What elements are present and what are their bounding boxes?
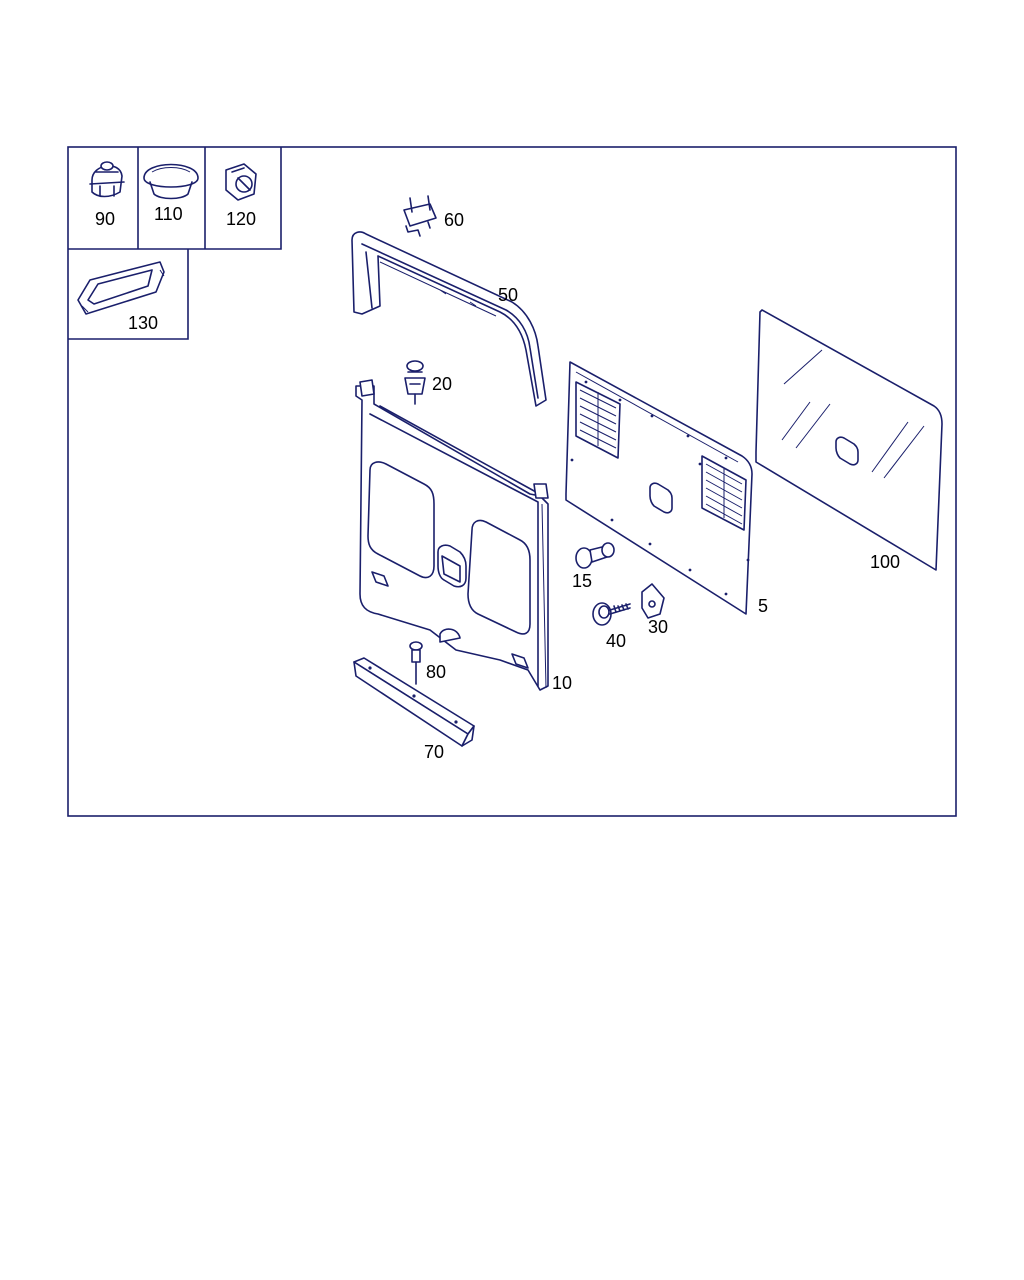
part-10-lower-trim-panel-icon [355, 379, 549, 691]
part-70-label: 70 [424, 742, 444, 762]
part-30-label: 30 [648, 617, 668, 637]
part-15-fastener-icon [575, 542, 615, 569]
part-50-label: 50 [498, 285, 518, 305]
part-20-label: 20 [432, 374, 452, 394]
part-80-label: 80 [426, 662, 446, 682]
part-10-label: 10 [552, 673, 572, 693]
part-130-frame-icon [77, 261, 165, 315]
part-40-screw-icon [592, 602, 631, 626]
part-20-push-rivet-icon [404, 360, 426, 405]
part-60-label: 60 [444, 210, 464, 230]
part-130-label: 130 [128, 313, 158, 333]
part-110-label: 110 [154, 204, 183, 224]
part-110-cap-icon [143, 163, 199, 200]
part-15-label: 15 [572, 571, 592, 591]
part-120-label: 120 [226, 209, 256, 229]
part-5-insulation-panel-icon [565, 361, 753, 615]
diagram-frame [67, 146, 957, 817]
part-120-grommet-icon [225, 163, 257, 201]
part-50-upper-trim-icon [351, 231, 547, 407]
part-5-label: 5 [758, 596, 768, 616]
part-90-clip-icon [89, 161, 125, 198]
part-100-label: 100 [870, 552, 900, 572]
part-80-rivet-icon [409, 641, 423, 685]
inset-grid [68, 147, 282, 340]
part-90-label: 90 [95, 209, 115, 229]
part-40-label: 40 [606, 631, 626, 651]
part-30-clip-nut-icon [641, 583, 665, 619]
part-60-bracket-icon [403, 195, 437, 237]
part-70-angle-rail-icon [353, 657, 475, 747]
part-100-window-glass-icon [755, 309, 943, 571]
